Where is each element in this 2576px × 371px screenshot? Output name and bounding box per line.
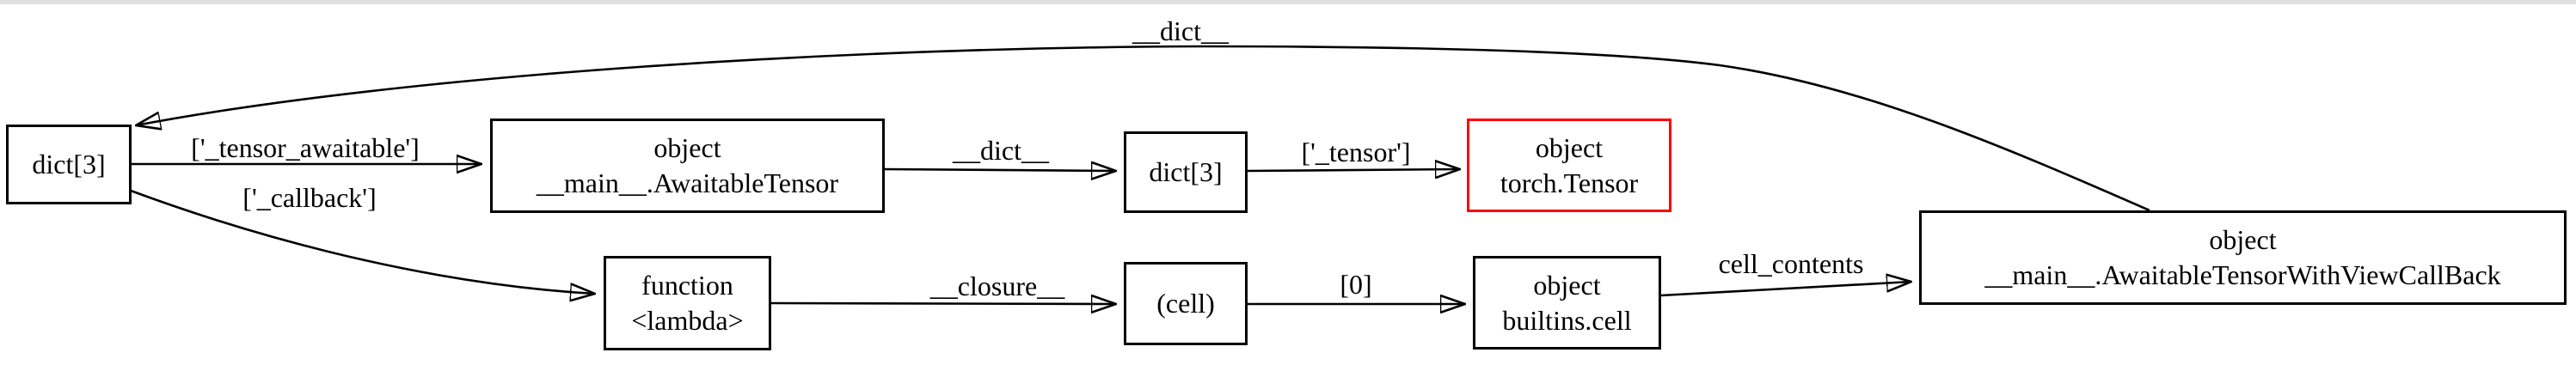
edge-label-index-zero: [0] [1340, 269, 1372, 300]
node-label-line1: object [1535, 131, 1604, 163]
edge-label-cell-contents: cell_contents [1718, 248, 1864, 279]
node-label-line2: torch.Tensor [1500, 167, 1639, 198]
node-label-line2: __main__.AwaitableTensorWithViewCallBack [1984, 259, 2501, 290]
edge-dict-to-torchtensor [1247, 169, 1460, 171]
edge-awaitableview-to-dict [136, 45, 2150, 212]
edge-builtinscell-to-awaitableview [1660, 282, 1911, 297]
node-torch-tensor-highlighted: object torch.Tensor [1467, 119, 1671, 212]
node-lambda-function: function <lambda> [604, 256, 771, 350]
node-label: dict[3] [1149, 156, 1223, 187]
node-label: dict[3] [32, 149, 106, 179]
node-dict-left: dict[3] [6, 125, 132, 204]
node-awaitable-tensor-with-view-callback: object __main__.AwaitableTensorWithViewC… [1919, 210, 2567, 305]
edge-label-tensor-awaitable: ['_tensor_awaitable'] [191, 132, 420, 163]
edge-label-dict-top: __dict__ [1132, 15, 1229, 46]
edge-dict-to-lambda [130, 189, 595, 294]
node-label: (cell) [1156, 288, 1215, 319]
window-edge-strip [0, 0, 2576, 4]
edge-lambda-to-cell [770, 303, 1116, 304]
node-label-line1: object [653, 132, 721, 163]
node-label-line1: function [641, 270, 733, 301]
node-label-line2: <lambda> [631, 305, 744, 336]
node-awaitable-tensor: object __main__.AwaitableTensor [490, 119, 885, 213]
edge-label-dict-mid: __dict__ [953, 135, 1049, 166]
node-cell: (cell) [1124, 262, 1248, 345]
edge-label-callback: ['_callback'] [242, 182, 377, 213]
node-label-line1: object [1533, 269, 1601, 301]
node-builtins-cell: object builtins.cell [1473, 256, 1661, 350]
edge-awaitabletensor-to-dict [884, 169, 1116, 171]
node-dict-mid: dict[3] [1124, 131, 1248, 213]
edge-label-tensor: ['_tensor'] [1301, 137, 1411, 167]
node-label-line2: builtins.cell [1502, 304, 1632, 336]
node-label-line1: object [2209, 224, 2277, 255]
edge-label-closure: __closure__ [929, 271, 1065, 301]
node-label-line2: __main__.AwaitableTensor [536, 167, 839, 198]
